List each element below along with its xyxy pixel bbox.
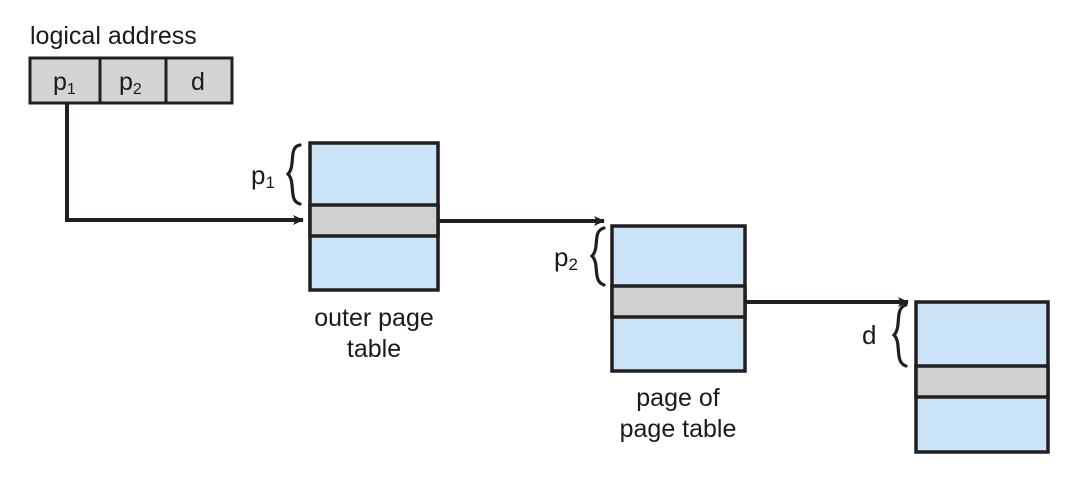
connector-p1-to-outer-table xyxy=(65,103,304,225)
address-field-p2-subscript: 2 xyxy=(132,81,142,98)
brace-label-p2-text: p xyxy=(554,242,569,272)
address-field-d-label: d xyxy=(191,68,205,96)
address-field-p1-subscript: 1 xyxy=(66,81,76,98)
logical-address-box xyxy=(28,56,234,105)
brace-p2 xyxy=(589,226,606,287)
outer-page-table-caption: outer page table xyxy=(314,304,434,363)
outer-page-table-box xyxy=(308,141,440,292)
address-field-p1: p1 xyxy=(53,68,76,98)
brace-label-p1-text: p xyxy=(251,160,266,190)
address-field-p2: p2 xyxy=(119,68,142,98)
brace-label-p1: p1 xyxy=(251,160,275,192)
logical-address-caption: logical address xyxy=(30,22,197,50)
brace-d xyxy=(891,303,908,368)
brace-label-d-text: d xyxy=(862,320,877,350)
brace-label-p2-subscript: 2 xyxy=(568,255,578,274)
brace-p1 xyxy=(285,143,302,206)
page-of-page-table-caption: page of page table xyxy=(619,384,737,443)
address-field-d: d xyxy=(191,68,205,97)
brace-label-p2: p2 xyxy=(554,242,578,274)
address-field-p1-label: p xyxy=(53,68,67,96)
brace-label-p1-subscript: 1 xyxy=(265,173,275,192)
page-of-page-table-box xyxy=(610,224,747,373)
memory-frame-box xyxy=(914,300,1050,454)
brace-label-d: d xyxy=(862,320,876,351)
address-field-p2-label: p xyxy=(119,68,133,96)
